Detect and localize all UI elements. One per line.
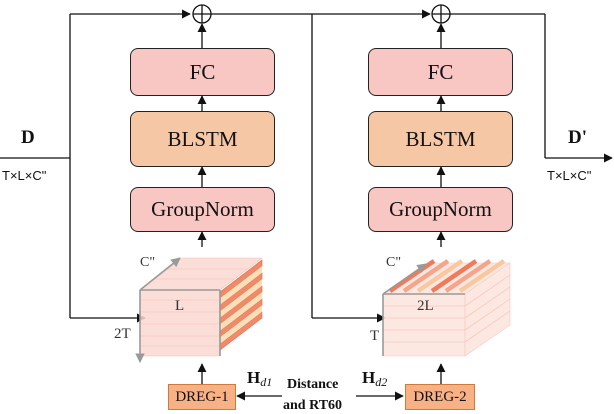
mid-path [211, 9, 431, 323]
input-dims: T×L×C" [2, 168, 47, 183]
tensor-1-t-label: 2T [114, 326, 131, 342]
h-d1-sub: d1 [260, 375, 273, 389]
fc-block-2: FC [368, 48, 513, 96]
adder-2 [431, 4, 451, 24]
blstm-block-1: BLSTM [130, 111, 275, 167]
tensor-cube-1 [135, 257, 263, 363]
groupnorm-block-2: GroupNorm [368, 187, 513, 232]
h-d2-label: Hd2 [362, 368, 387, 390]
input-path [0, 9, 191, 323]
fc-block-1: FC [130, 48, 275, 96]
output-label: D' [568, 127, 587, 148]
output-path [450, 13, 613, 163]
blstm-block-2: BLSTM [368, 111, 513, 167]
tensor-cube-2 [382, 259, 511, 357]
output-dims: T×L×C" [547, 168, 592, 183]
adder-1 [192, 4, 212, 24]
h-d2-main: H [362, 368, 376, 387]
tensor-2-t-label: T [370, 328, 380, 344]
h-d1-main: H [247, 368, 261, 387]
dreg-1-module: DREG-1 [168, 384, 236, 410]
tensor-2-l-label: 2L [417, 298, 434, 314]
dreg-2-module: DREG-2 [405, 384, 475, 410]
tensor-1-l-label: L [175, 298, 185, 314]
h-d2-sub: d2 [375, 375, 388, 389]
tensor-cube-2-slices [388, 259, 506, 293]
input-label: D [21, 127, 35, 148]
condition-line-1: Distance [287, 377, 339, 392]
groupnorm-block-1: GroupNorm [130, 187, 275, 232]
h-d1-label: Hd1 [247, 368, 272, 390]
condition-line-2: and RT60 [283, 398, 343, 413]
tensor-2-c-label: C" [386, 255, 402, 270]
tensor-1-c-label: C" [140, 255, 156, 270]
